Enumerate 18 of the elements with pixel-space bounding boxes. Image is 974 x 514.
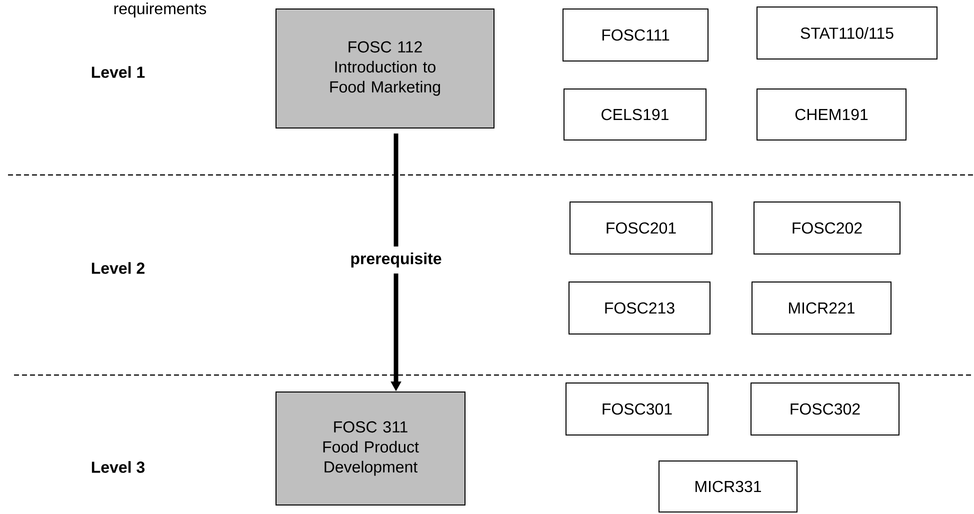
course-box: MICR331 — [658, 460, 798, 512]
level-label: Level 3 — [92, 461, 145, 473]
level-label: Level 2 — [92, 262, 144, 274]
course-box: FOSC111 — [562, 8, 708, 62]
course-box: FOSC202 — [754, 202, 900, 254]
course-box: CELS191 — [564, 88, 706, 140]
course-box: MICR221 — [752, 282, 892, 334]
course-box: FOSC213 — [568, 282, 710, 334]
level-label: Level 1 — [92, 66, 145, 78]
course-box: FOSC201 — [570, 202, 712, 254]
course-box: STAT110/115 — [756, 6, 938, 60]
course-box-highlighted: FOSC 311 Food Product Development — [276, 392, 466, 506]
course-box-highlighted: FOSC 112 Introduction to Food Marketing — [276, 8, 494, 128]
heading-label: requirements — [114, 2, 206, 18]
course-box: CHEM191 — [756, 88, 906, 140]
edge-label: prerequisite — [344, 246, 448, 274]
course-box: FOSC301 — [566, 382, 708, 436]
course-box: FOSC302 — [750, 382, 900, 436]
